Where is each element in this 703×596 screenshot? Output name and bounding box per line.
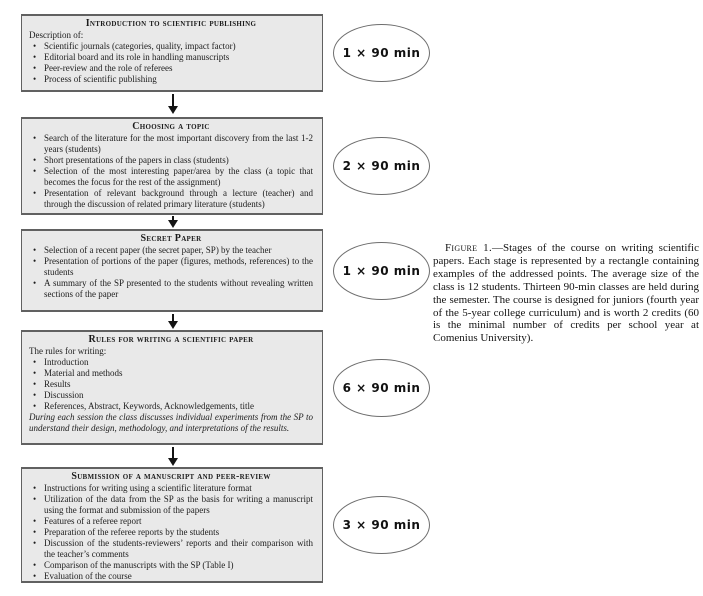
duration-label: 3 × 90 min	[342, 518, 421, 532]
bullet-item: Selection of the most interesting paper/…	[29, 166, 313, 188]
arrow-stem	[171, 447, 174, 458]
stage-title: Secret Paper	[140, 233, 202, 244]
duration-label: 6 × 90 min	[342, 380, 421, 395]
bullet-item: Selection of a recent paper (the secret …	[29, 245, 313, 256]
stage-title: Introduction to scientific publishing	[85, 18, 257, 29]
down-arrow-icon	[167, 216, 178, 228]
duration-label: 1 × 90 min	[342, 263, 421, 278]
bullet-item: Presentation of portions of the paper (f…	[29, 256, 313, 278]
arrow-stem	[171, 314, 174, 321]
stage-box-introduction: Introduction to scientific publishing De…	[21, 14, 323, 92]
caption-text: —Stages of the course on writing scienti…	[433, 242, 699, 345]
arrow-stem	[171, 94, 174, 106]
duration-ellipse: 3 × 90 min	[333, 496, 430, 554]
stage-title: Rules for writing a scientific paper	[88, 334, 254, 345]
stage-bullets: Selection of a recent paper (the secret …	[29, 245, 313, 300]
duration-ellipse: 1 × 90 min	[333, 241, 430, 300]
bullet-item: Discussion	[29, 390, 313, 401]
stage-bullets: Search of the literature for the most im…	[29, 133, 313, 210]
stage-bullets: IntroductionMaterial and methodsResultsD…	[29, 357, 313, 412]
bullet-item: References, Abstract, Keywords, Acknowle…	[29, 401, 313, 412]
stage-row-choosing-topic: Choosing a topic Search of the literatur…	[21, 117, 430, 215]
bullet-item: Editorial board and its role in handling…	[29, 52, 313, 63]
bullet-item: A summary of the SP presented to the stu…	[29, 278, 313, 300]
stage-title: Submission of a manuscript and peer-revi…	[71, 471, 271, 482]
bullet-item: Presentation of relevant background thro…	[29, 188, 313, 210]
bullet-item: Search of the literature for the most im…	[29, 133, 313, 155]
bullet-item: Comparison of the manuscripts with the S…	[29, 560, 313, 571]
figure-caption: Figure 1.—Stages of the course on writin…	[433, 242, 699, 345]
stage-row-rules-writing: Rules for writing a scientific paper The…	[21, 330, 430, 445]
bullet-item: Evaluation of the course	[29, 571, 313, 581]
stage-box-secret-paper: Secret Paper Selection of a recent paper…	[21, 229, 323, 312]
bullet-item: Material and methods	[29, 368, 313, 379]
stage-row-introduction: Introduction to scientific publishing De…	[21, 14, 430, 92]
arrow-head	[167, 220, 178, 228]
down-arrow-icon	[167, 314, 178, 329]
duration-label: 1 × 90 min	[342, 46, 421, 60]
duration-ellipse: 6 × 90 min	[333, 358, 430, 417]
bullet-item: Features of a referee report	[29, 516, 313, 527]
bullet-item: Short presentations of the papers in cla…	[29, 155, 313, 166]
stage-lead: Description of:	[29, 30, 84, 40]
arrow-head	[167, 321, 178, 329]
bullet-item: Peer-review and the role of referees	[29, 63, 313, 74]
duration-label: 2 × 90 min	[342, 159, 421, 173]
bullet-item: Process of scientific publishing	[29, 74, 313, 85]
stage-note: During each session the class discusses …	[29, 412, 313, 433]
down-arrow-icon	[167, 447, 178, 466]
bullet-item: Introduction	[29, 357, 313, 368]
stage-box-submission: Submission of a manuscript and peer-revi…	[21, 467, 323, 583]
stage-row-secret-paper: Secret Paper Selection of a recent paper…	[21, 229, 430, 312]
bullet-item: Results	[29, 379, 313, 390]
stage-bullets: Scientific journals (categories, quality…	[29, 41, 313, 85]
down-arrow-icon	[167, 94, 178, 114]
stage-box-choosing-topic: Choosing a topic Search of the literatur…	[21, 117, 323, 215]
duration-ellipse: 1 × 90 min	[333, 24, 430, 82]
bullet-item: Discussion of the students-reviewers’ re…	[29, 538, 313, 560]
caption-label: Figure 1.	[445, 242, 492, 254]
stage-lead: The rules for writing:	[29, 346, 107, 356]
arrow-stem	[171, 216, 174, 220]
stage-bullets: Instructions for writing using a scienti…	[29, 483, 313, 581]
bullet-item: Instructions for writing using a scienti…	[29, 483, 313, 494]
bullet-item: Utilization of the data from the SP as t…	[29, 494, 313, 516]
bullet-item: Preparation of the referee reports by th…	[29, 527, 313, 538]
bullet-item: Scientific journals (categories, quality…	[29, 41, 313, 52]
duration-ellipse: 2 × 90 min	[333, 137, 430, 195]
arrow-head	[167, 458, 178, 466]
stage-title: Choosing a topic	[132, 121, 210, 132]
arrow-head	[167, 106, 178, 114]
stage-row-submission: Submission of a manuscript and peer-revi…	[21, 467, 430, 583]
stage-box-rules-writing: Rules for writing a scientific paper The…	[21, 330, 323, 445]
